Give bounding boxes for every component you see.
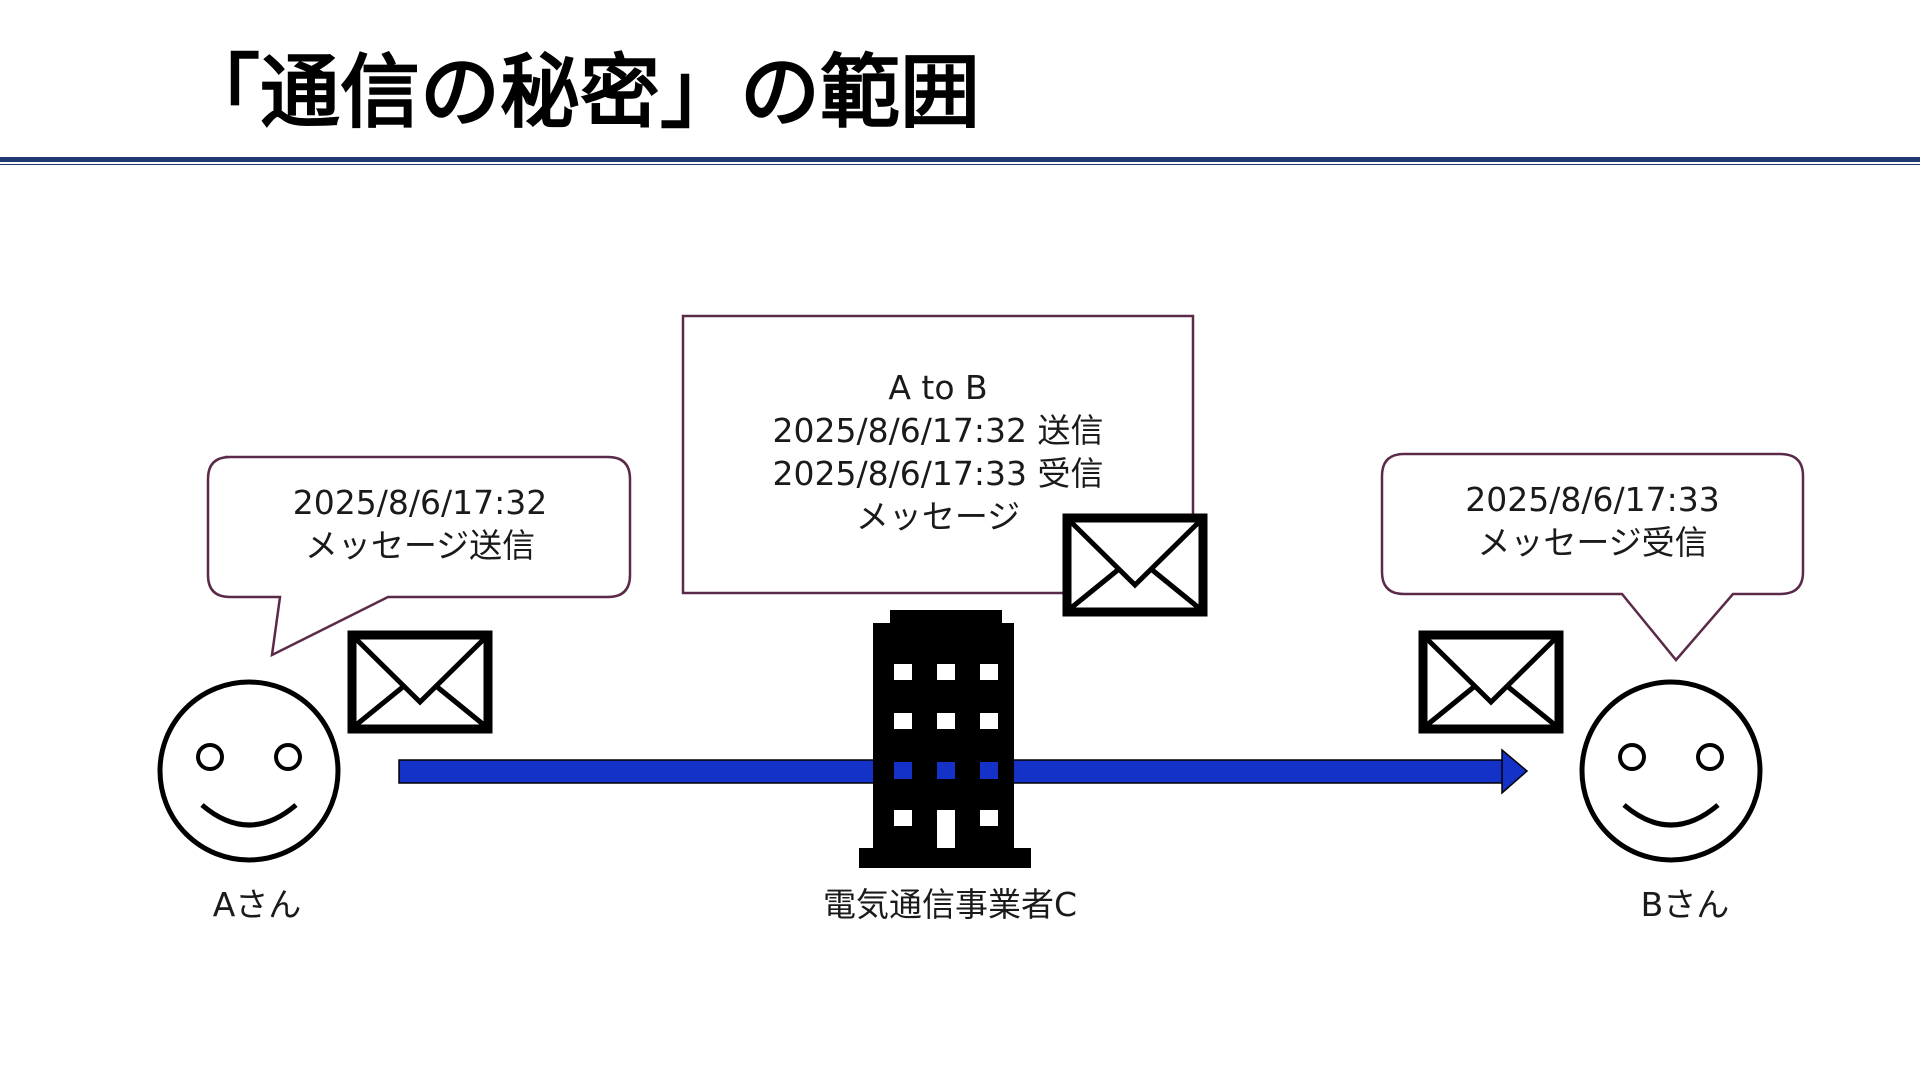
record-route: A to B: [888, 368, 988, 407]
receiver-bubble-action: メッセージ受信: [1477, 523, 1708, 562]
record-content: メッセージ: [855, 497, 1021, 536]
title-divider: [0, 157, 1920, 162]
record-sent-time: 2025/8/6/17:32 送信: [772, 411, 1104, 450]
sender-bubble-action: メッセージ送信: [304, 526, 536, 565]
receiver-bubble-text: 2025/8/6/17:33 メッセージ受信: [1382, 478, 1803, 564]
sender-speech-bubble: [206, 455, 632, 658]
sender-bubble-timestamp: 2025/8/6/17:32: [292, 483, 548, 522]
title-divider-thin: [0, 164, 1920, 165]
envelope-icon: [1418, 630, 1564, 734]
receiver-name-label: Bさん: [1640, 885, 1730, 924]
envelope-icon: [347, 630, 493, 734]
record-received-time: 2025/8/6/17:33 受信: [772, 454, 1104, 493]
office-building-icon: [859, 610, 1031, 868]
receiver-bubble-timestamp: 2025/8/6/17:33: [1465, 480, 1720, 519]
sender-name-label: Aさん: [212, 885, 302, 924]
receiver-speech-bubble: [1380, 452, 1805, 662]
envelope-icon: [1062, 513, 1208, 617]
smiley-face-icon: [1579, 679, 1763, 863]
carrier-name-label: 電気通信事業者C: [822, 885, 1078, 924]
sender-bubble-text: 2025/8/6/17:32 メッセージ送信: [210, 481, 630, 567]
smiley-face-icon: [157, 679, 341, 863]
carrier-record-text: A to B 2025/8/6/17:32 送信 2025/8/6/17:33 …: [683, 366, 1193, 538]
page-title: 「通信の秘密」の範囲: [180, 45, 980, 139]
